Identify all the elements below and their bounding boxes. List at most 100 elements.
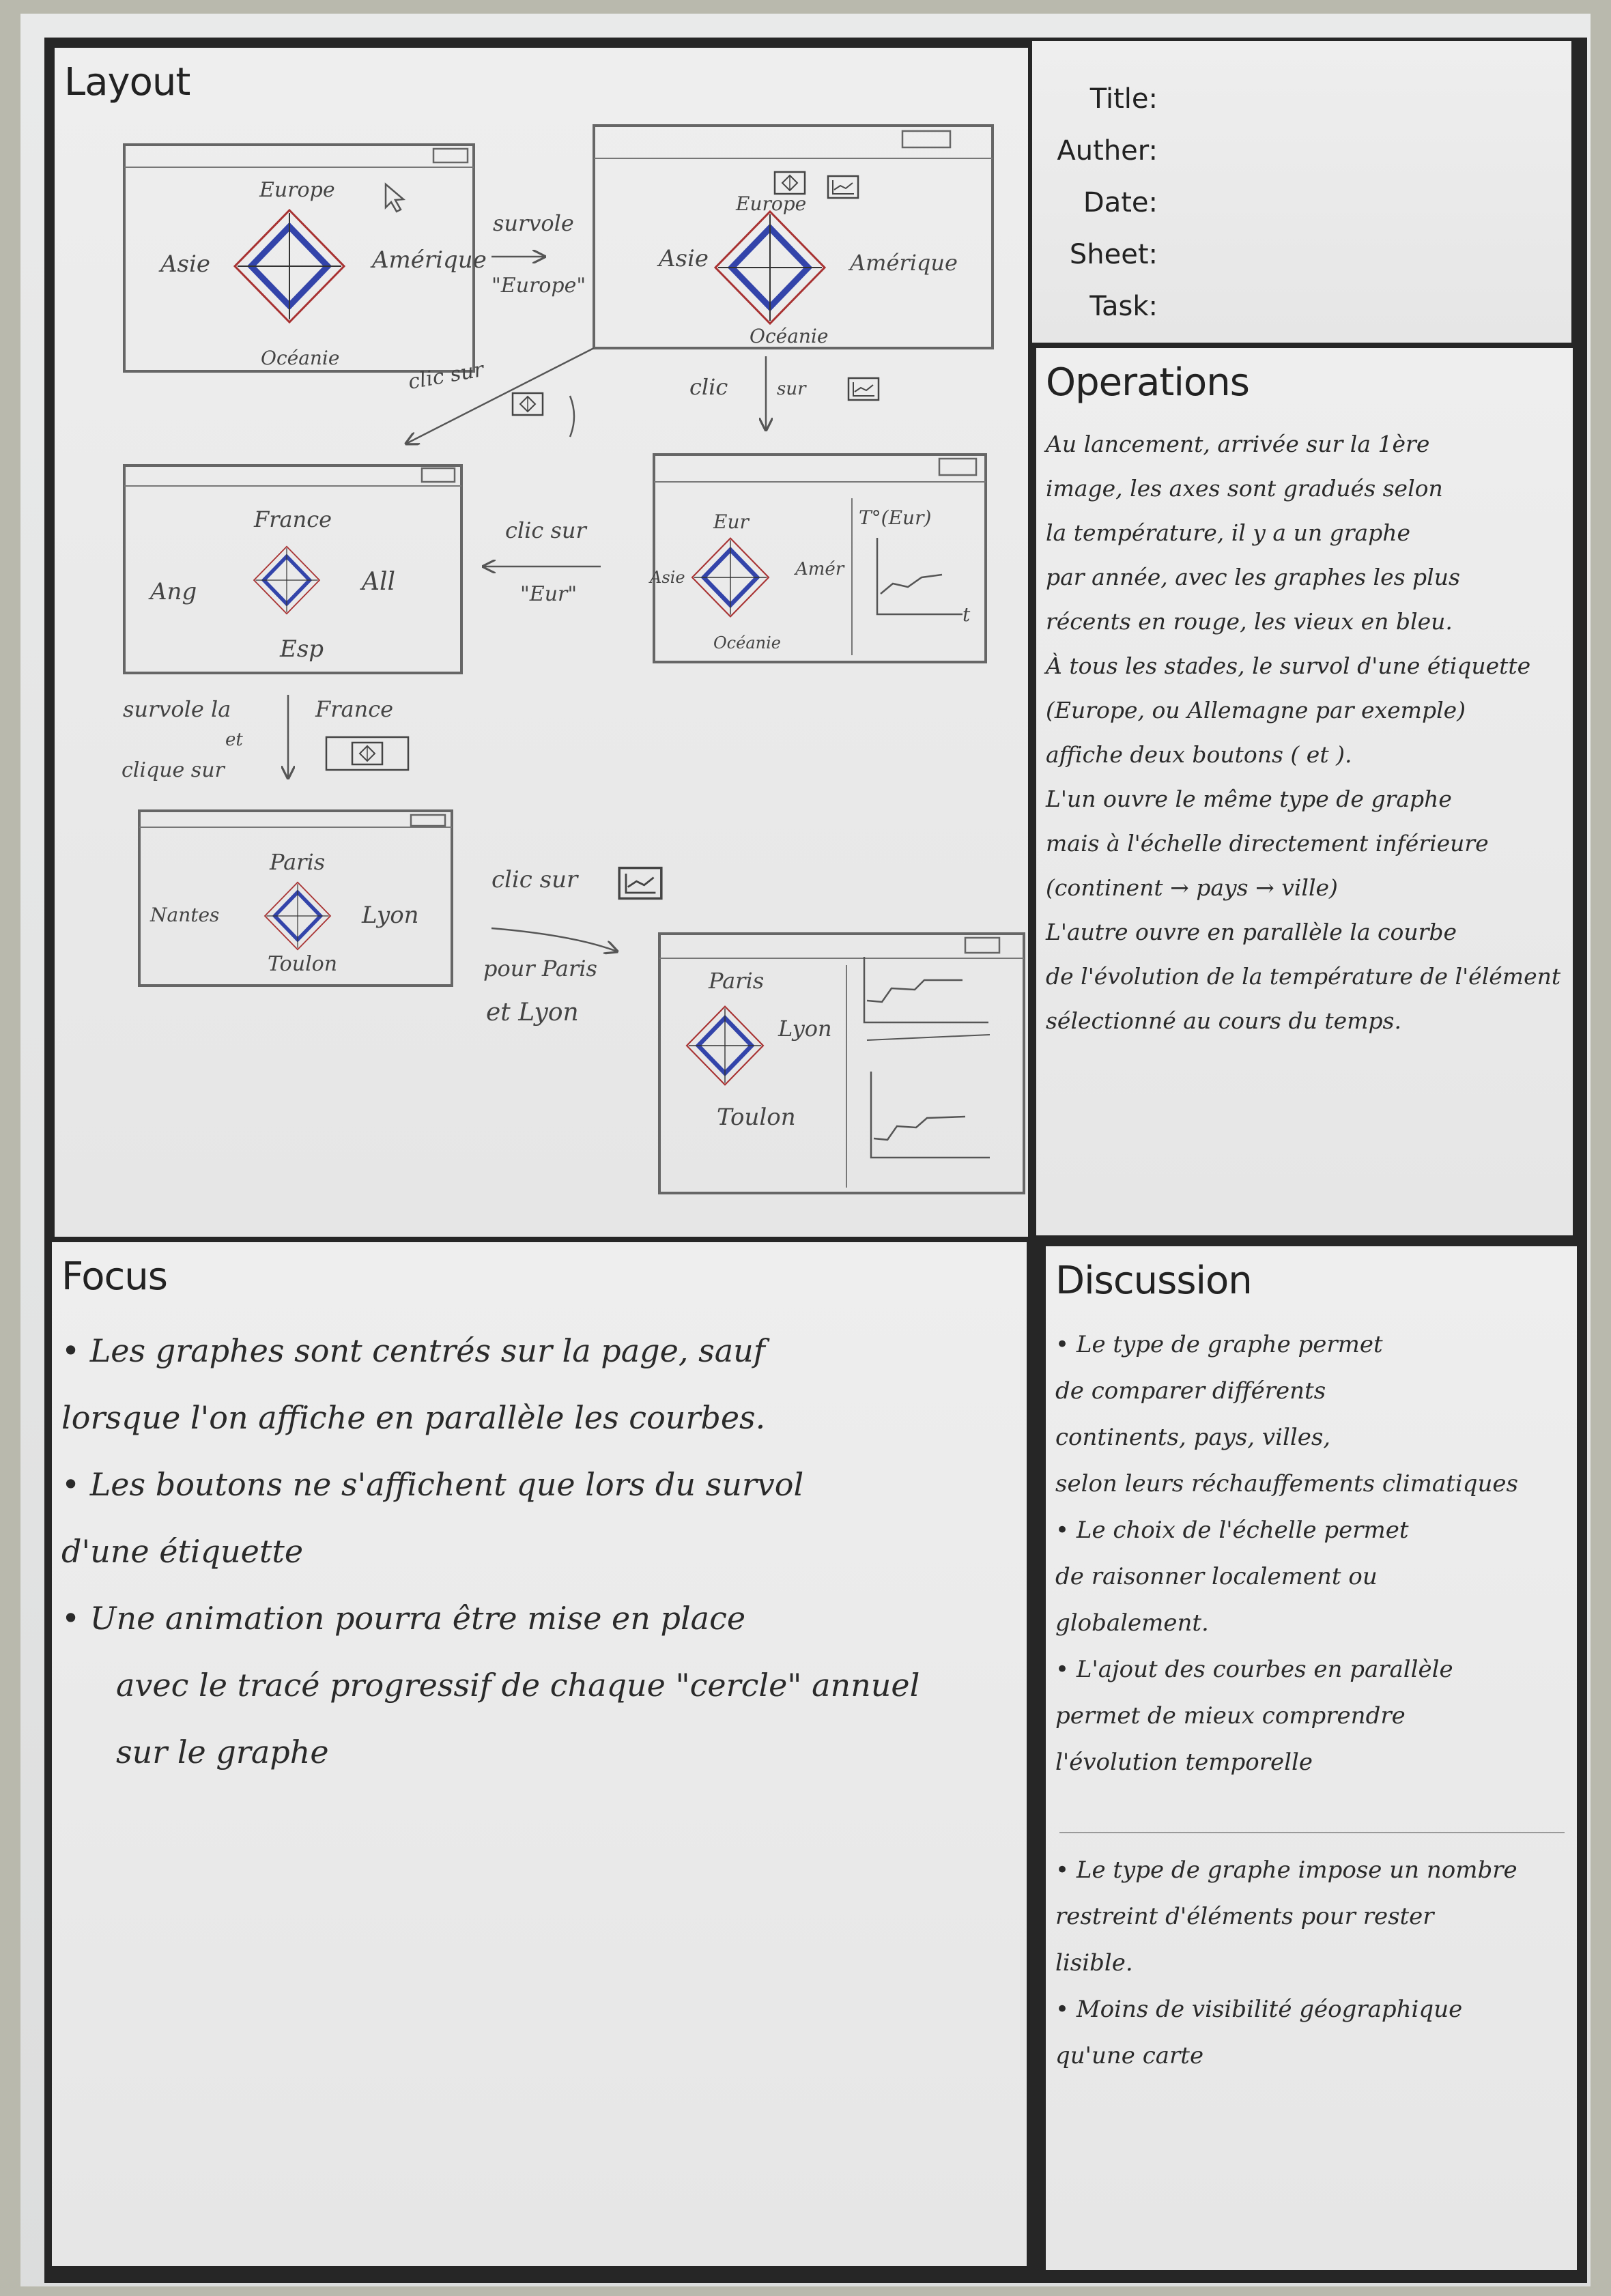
operations-panel: Operations Au lancement, arrivée sur la … — [1036, 348, 1573, 1235]
w5-top-label: Paris — [269, 849, 325, 875]
focus-line: avec le tracé progressif de chaque "cerc… — [116, 1667, 920, 1704]
operations-line: sélectionné au cours du temps. — [1046, 1007, 1401, 1034]
discussion-line: qu'une carte — [1055, 2042, 1204, 2069]
curve-button-icon — [827, 175, 859, 199]
layout-panel: Layout — [55, 48, 1028, 1237]
focus-line: lorsque l'on affiche en parallèle les co… — [61, 1399, 766, 1436]
discussion-line: • Le type de graphe impose un nombre — [1055, 1856, 1517, 1884]
sketch-window-4: Eur Asie Amér Océanie T°(Eur) t — [648, 453, 987, 663]
discussion-line: • Moins de visibilité géographique — [1055, 1996, 1463, 2023]
w4-bottom-label: Océanie — [713, 633, 781, 652]
a1-line2: "Europe" — [491, 274, 586, 298]
arrow-clic-radar: clic sur — [406, 347, 595, 444]
w1-right-label: Amérique — [370, 246, 487, 274]
w2-left-label: Asie — [657, 245, 709, 272]
w6-top-label: Paris — [708, 968, 764, 994]
operations-line: (Europe, ou Allemagne par exemple) — [1046, 697, 1466, 723]
radar-button-icon — [773, 171, 806, 195]
focus-line: • Les boutons ne s'affichent que lors du… — [61, 1466, 804, 1503]
w4-top-label: Eur — [713, 511, 750, 533]
discussion-line: de comparer différents — [1055, 1377, 1326, 1405]
discussion-line: selon leurs réchauffements climatiques — [1055, 1470, 1518, 1497]
discussion-line: • Le choix de l'échelle permet — [1055, 1517, 1409, 1544]
discussion-line: lisible. — [1055, 1949, 1133, 1977]
discussion-divider — [1059, 1832, 1565, 1833]
layout-sketch: Europe Asie Amérique Océanie survole "Eu… — [122, 124, 1025, 1194]
operations-line: par année, avec les graphes les plus — [1046, 564, 1460, 590]
sketch-window-1: Europe Asie Amérique Océanie — [123, 143, 487, 373]
discussion-panel: Discussion • Le type de graphe permet de… — [1046, 1246, 1577, 2270]
w3-bottom-label: Esp — [279, 635, 324, 663]
w1-top-label: Europe — [259, 178, 335, 202]
w6-bottom-label: Toulon — [717, 1104, 796, 1131]
w5-right-label: Lyon — [361, 902, 419, 929]
operations-line: récents en rouge, les vieux en bleu. — [1046, 608, 1453, 635]
w4-plot-label: T°(Eur) — [859, 506, 931, 529]
operations-line: mais à l'échelle directement inférieure — [1046, 830, 1489, 857]
w2-top-label: Europe — [735, 192, 806, 215]
a4-line1: clic sur — [505, 517, 588, 543]
discussion-line: de raisonner localement ou — [1055, 1563, 1378, 1590]
author-label: Auther: — [1057, 135, 1158, 167]
focus-line: • Une animation pourra être mise en plac… — [61, 1600, 746, 1637]
a6-line2: pour Paris — [483, 956, 597, 981]
arrow-clic-paris-lyon: clic sur pour Paris et Lyon — [483, 866, 663, 1027]
operations-line: image, les axes sont gradués selon — [1046, 475, 1443, 502]
focus-line: d'une étiquette — [61, 1533, 304, 1570]
sketch-sheet: Layout — [20, 14, 1591, 2286]
operations-panel-title: Operations — [1046, 360, 1250, 405]
w6-right-label: Lyon — [778, 1016, 832, 1042]
discussion-line: l'évolution temporelle — [1055, 1749, 1313, 1776]
w1-bottom-label: Océanie — [261, 347, 339, 369]
arrow-clic-curve: clic sur — [689, 356, 880, 430]
a6-line1: clic sur — [491, 866, 579, 893]
discussion-line: continents, pays, villes, — [1055, 1424, 1331, 1451]
a6-line3: et Lyon — [486, 999, 579, 1027]
w3-left-label: Ang — [148, 578, 197, 605]
a5-line1: survole la — [123, 696, 231, 722]
discussion-cons: • Le type de graphe impose un nombre res… — [1055, 1847, 1569, 2079]
w2-bottom-label: Océanie — [750, 325, 828, 347]
sketch-window-3: France Ang All Esp — [123, 464, 463, 674]
sketch-window-5: Paris Nantes Lyon Toulon — [138, 809, 453, 987]
w5-left-label: Nantes — [149, 904, 219, 926]
a5-word: France — [315, 696, 393, 722]
operations-line: (continent → pays → ville) — [1046, 874, 1338, 901]
a1-line1: survole — [493, 210, 574, 236]
operations-line: À tous les stades, le survol d'une étiqu… — [1046, 652, 1531, 679]
focus-text: • Les graphes sont centrés sur la page, … — [61, 1317, 1017, 1785]
a4-line2: "Eur" — [520, 582, 577, 606]
a3-label2: sur — [777, 379, 807, 399]
w4-t-label: t — [963, 603, 971, 626]
operations-line: de l'évolution de la température de l'él… — [1046, 963, 1561, 990]
operations-line: L'autre ouvre en parallèle la courbe — [1046, 919, 1457, 945]
sketch-window-2: Europe Asie Amérique Océanie — [593, 124, 994, 349]
focus-line: sur le graphe — [116, 1734, 329, 1770]
a3-label1: clic — [689, 374, 728, 400]
w4-right-label: Amér — [794, 559, 845, 579]
w5-bottom-label: Toulon — [268, 952, 337, 976]
discussion-line: permet de mieux comprendre — [1055, 1702, 1406, 1730]
arrow-survole: survole "Europe" — [491, 210, 586, 298]
title-label: Title: — [1089, 83, 1158, 115]
operations-line: L'un ouvre le même type de graphe — [1046, 786, 1452, 812]
focus-panel: Focus • Les graphes sont centrés sur la … — [52, 1242, 1027, 2266]
sketch-window-6: Paris Lyon Toulon — [658, 932, 1025, 1194]
w2-right-label: Amérique — [848, 250, 958, 276]
task-label: Task: — [1089, 291, 1158, 322]
date-label: Date: — [1083, 187, 1158, 218]
discussion-line: • L'ajout des courbes en parallèle — [1055, 1656, 1453, 1683]
discussion-pros: • Le type de graphe permet de comparer d… — [1055, 1321, 1569, 1785]
discussion-panel-title: Discussion — [1055, 1259, 1253, 1303]
w3-top-label: France — [253, 506, 332, 532]
focus-panel-title: Focus — [61, 1254, 168, 1299]
operations-line: la température, il y a un graphe — [1046, 519, 1411, 546]
a5-line3: clique sur — [122, 758, 226, 782]
w1-left-label: Asie — [158, 250, 210, 278]
operations-text: Au lancement, arrivée sur la 1ère image,… — [1046, 422, 1565, 1043]
layout-panel-title: Layout — [64, 60, 190, 104]
meta-panel: Title: Auther: Date: Sheet: Task: — [1032, 41, 1571, 343]
cursor-icon — [384, 182, 406, 213]
arrow-clic-eur: clic sur "Eur" — [483, 517, 601, 606]
discussion-line: • Le type de graphe permet — [1055, 1331, 1383, 1358]
